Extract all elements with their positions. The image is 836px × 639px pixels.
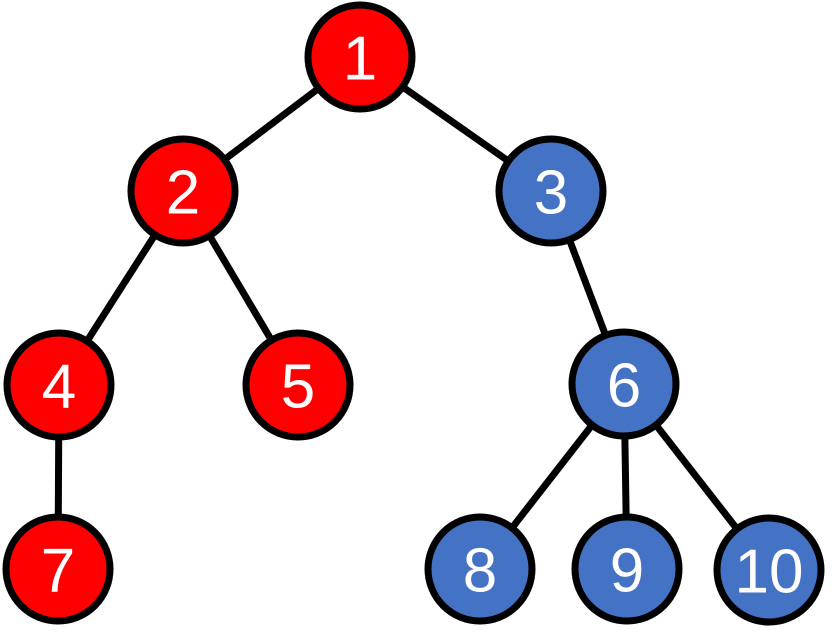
nodes-layer: 1 2 3 4 5 6 7 8 9 10 (2, 1, 825, 626)
tree-node-5: 5 (242, 329, 354, 441)
tree-node-8: 8 (424, 513, 536, 625)
tree-node-4: 4 (3, 329, 115, 441)
tree-node-circle-4 (3, 329, 115, 441)
tree-node-2: 2 (127, 135, 239, 247)
tree-node-circle-2 (127, 135, 239, 247)
tree-node-10: 10 (713, 514, 825, 626)
tree-node-circle-1 (304, 1, 416, 113)
tree-node-label-8: 8 (463, 536, 497, 605)
tree-node-circle-8 (424, 513, 536, 625)
tree-node-7: 7 (2, 513, 114, 625)
tree-node-label-5: 5 (281, 352, 315, 421)
tree-node-circle-3 (495, 135, 607, 247)
tree-node-label-10: 10 (735, 537, 804, 606)
tree-node-label-9: 9 (610, 536, 644, 605)
tree-node-circle-5 (242, 329, 354, 441)
tree-node-label-4: 4 (42, 352, 76, 421)
edges-layer (54, 54, 772, 573)
tree-node-3: 3 (495, 135, 607, 247)
tree-node-1: 1 (304, 1, 416, 113)
tree-node-label-1: 1 (343, 24, 377, 93)
tree-node-label-3: 3 (534, 158, 568, 227)
tree-node-circle-7 (2, 513, 114, 625)
tree-node-label-6: 6 (607, 351, 641, 420)
tree-node-circle-10 (713, 514, 825, 626)
tree-node-circle-6 (568, 328, 680, 440)
tree-node-9: 9 (571, 513, 683, 625)
tree-node-circle-9 (571, 513, 683, 625)
tree-node-label-7: 7 (41, 536, 75, 605)
tree-node-label-2: 2 (166, 158, 200, 227)
tree-node-6: 6 (568, 328, 680, 440)
